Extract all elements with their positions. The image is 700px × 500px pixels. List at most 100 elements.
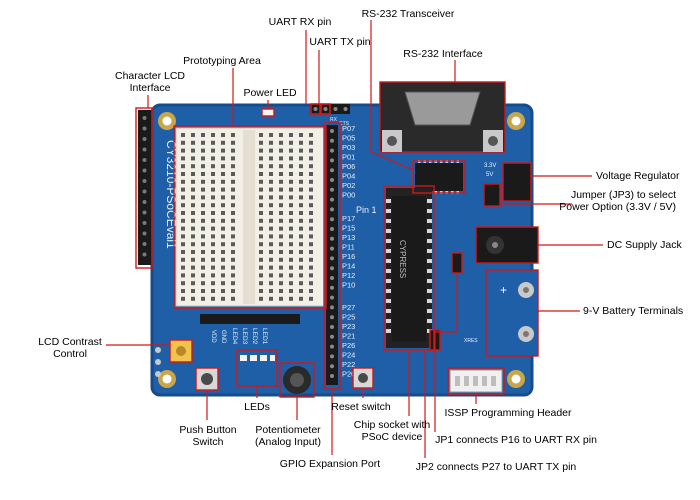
breadboard-hole (289, 133, 293, 137)
breadboard-hole (289, 265, 293, 270)
socket-pin (427, 269, 432, 273)
breadboard-hole (201, 296, 205, 301)
breadboard-hole (259, 203, 263, 208)
breadboard-hole (191, 265, 195, 270)
breadboard-hole (191, 133, 195, 137)
breadboard-hole (279, 164, 283, 169)
breadboard-hole (259, 172, 263, 176)
socket-pin (386, 269, 391, 273)
breadboard-hole (309, 218, 313, 223)
callout-chip-socket-2: PSoC device (362, 431, 423, 443)
port-pin-label: P17 (342, 214, 355, 223)
breadboard-hole (259, 164, 263, 169)
gpio-pin (330, 207, 334, 212)
breadboard-hole (221, 273, 225, 278)
breadboard-hole (211, 265, 215, 270)
breadboard-hole (181, 211, 185, 215)
breadboard-hole (289, 218, 293, 223)
callout-uart-rx: UART RX pin (269, 16, 332, 28)
breadboard-hole (269, 195, 273, 200)
box-transceiver (412, 160, 466, 194)
breadboard-hole (231, 133, 235, 137)
potentiometer (279, 362, 315, 398)
breadboard-hole (269, 242, 273, 247)
gpio-pin (330, 354, 334, 359)
breadboard-hole (211, 289, 215, 293)
port-pin-label: P22 (342, 360, 355, 369)
lcd-pin (142, 189, 147, 194)
breadboard-hole (289, 281, 293, 286)
port-pin-label: P05 (342, 134, 355, 143)
breadboard-hole (221, 133, 225, 137)
port-pin-label: P21 (342, 332, 355, 341)
socket-pin (386, 249, 391, 253)
gpio-pin (330, 276, 334, 280)
breadboard-hole (201, 187, 205, 192)
breadboard-hole (181, 281, 185, 286)
breadboard-hole (181, 265, 185, 270)
breadboard-hole (231, 148, 235, 153)
breadboard-hole (299, 289, 303, 293)
lcd-pin (142, 168, 147, 173)
breadboard-hole (269, 164, 273, 169)
breadboard-hole (259, 281, 263, 286)
chip-brand: CYPRESS (398, 240, 407, 278)
breadboard-hole (221, 187, 225, 192)
breadboard-hole (259, 156, 263, 161)
breadboard-hole (309, 234, 313, 239)
db9-connector (379, 81, 506, 153)
breadboard-hole (309, 133, 313, 137)
breadboard-hole (191, 242, 195, 247)
silk-xres: XRES (464, 338, 478, 344)
port-pin-label: P00 (342, 191, 355, 200)
breadboard-hole (191, 250, 195, 254)
socket-pin (386, 299, 391, 303)
breadboard-hole (279, 172, 283, 176)
breadboard-hole (181, 203, 185, 208)
silk-gnd: GND (220, 330, 226, 344)
breadboard-hole (211, 203, 215, 208)
socket-pin (427, 219, 432, 223)
breadboard-hole (201, 234, 205, 239)
breadboard-hole (201, 289, 205, 293)
issp-pin (473, 376, 478, 386)
led-label: LED3 (241, 328, 248, 345)
breadboard-hole (279, 148, 283, 153)
breadboard-hole (289, 250, 293, 254)
callout-leds: LEDs (244, 401, 270, 413)
breadboard-hole (289, 234, 293, 239)
gpio-pin (330, 236, 334, 241)
breadboard-hole (259, 265, 263, 270)
breadboard-hole (279, 156, 283, 161)
breadboard-hole (211, 296, 215, 301)
socket-pin (386, 219, 391, 223)
breadboard-hole (309, 140, 313, 145)
breadboard-hole (221, 148, 225, 153)
silk-3v3: 3.3V (484, 163, 496, 169)
socket-pin (386, 289, 391, 293)
gpio-pin (330, 227, 334, 231)
breadboard-hole (221, 242, 225, 247)
breadboard-hole (191, 296, 195, 301)
port-pin-label: P25 (342, 313, 355, 322)
breadboard-hole (181, 218, 185, 223)
breadboard-hole (299, 187, 303, 192)
callout-power-led: Power LED (243, 87, 297, 99)
breadboard-hole (231, 265, 235, 270)
breadboard-hole (269, 289, 273, 293)
gpio-pin (330, 197, 334, 202)
breadboard-hole (181, 187, 185, 192)
breadboard-hole (221, 296, 225, 301)
lcd-pin (142, 200, 147, 204)
breadboard-hole (309, 179, 313, 184)
breadboard-hole (289, 289, 293, 293)
breadboard-hole (201, 257, 205, 262)
breadboard-hole (269, 156, 273, 161)
breadboard-hole (269, 226, 273, 231)
port-pin-label: P24 (342, 351, 355, 360)
port-pin-label: P07 (342, 124, 355, 133)
socket-pin (427, 249, 432, 253)
socket-pin (427, 259, 432, 263)
gpio-pin (330, 364, 334, 369)
callout-push-button-2: Switch (193, 436, 224, 448)
